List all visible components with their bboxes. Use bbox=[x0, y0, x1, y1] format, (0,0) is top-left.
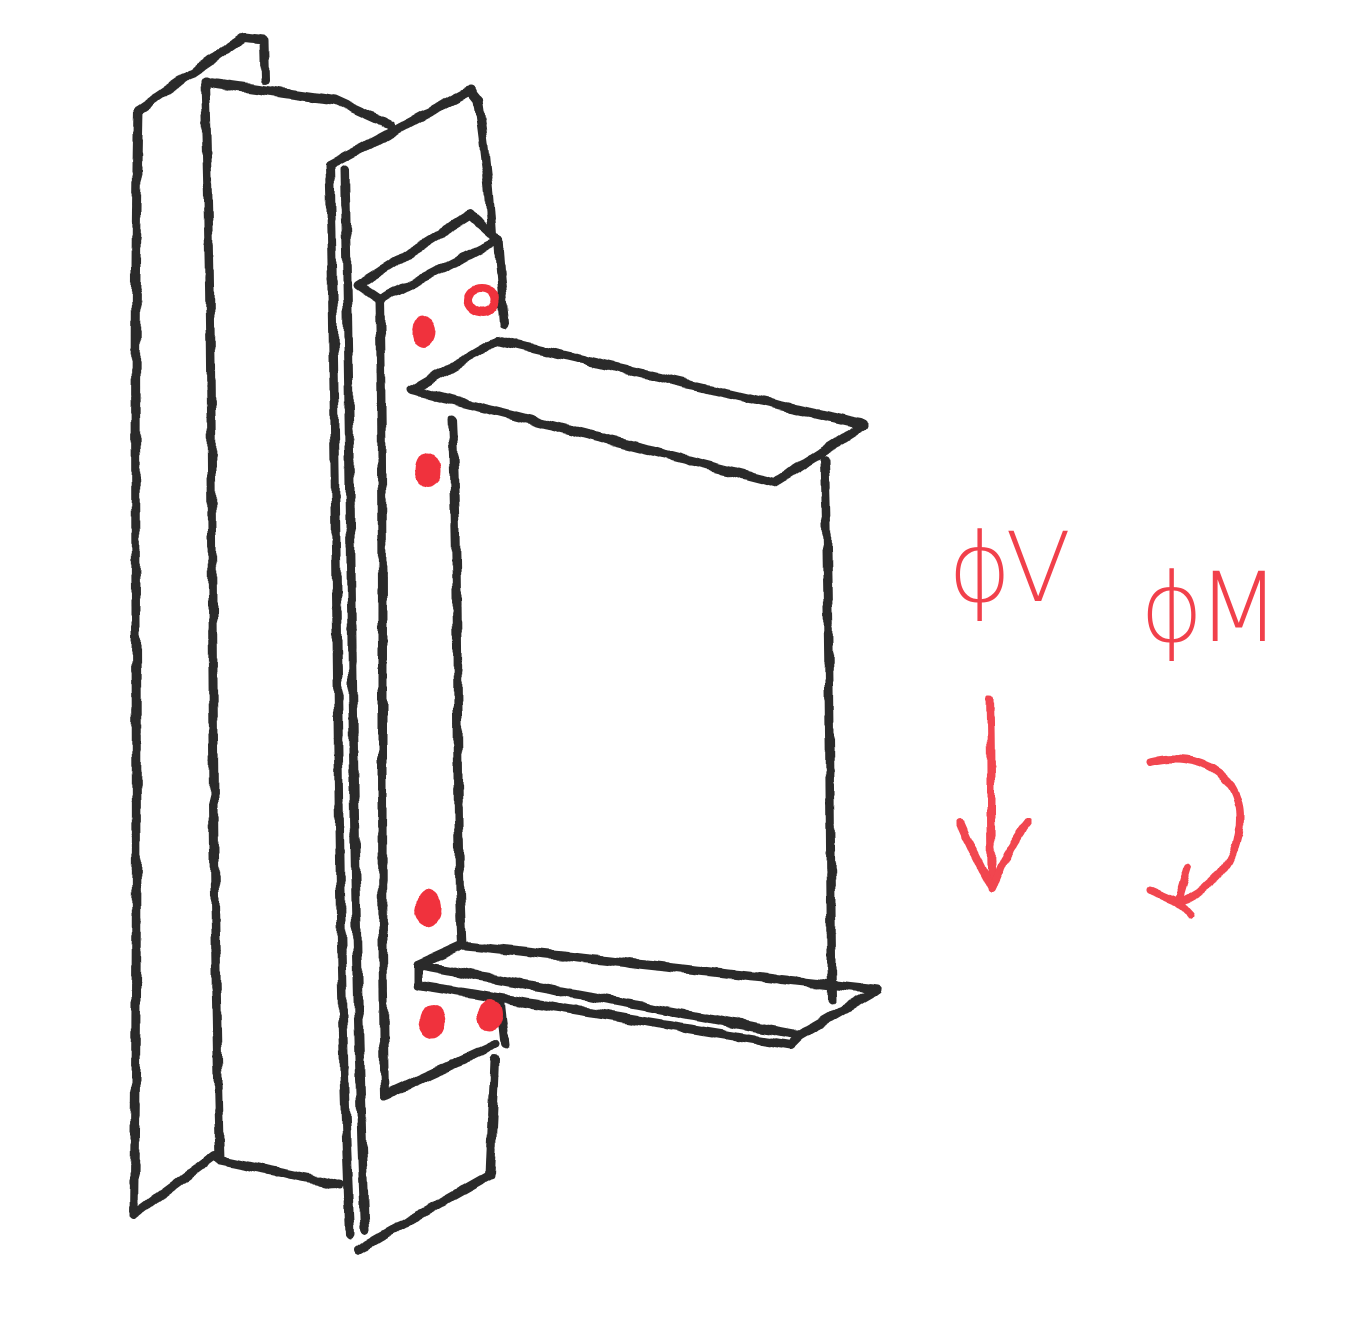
bolt bbox=[463, 283, 501, 317]
column-flange-top bbox=[133, 33, 270, 115]
end-plate-bottom bbox=[380, 1040, 500, 1100]
column bbox=[129, 33, 500, 1255]
bolt bbox=[419, 1005, 445, 1039]
column-right-flange-bottom bbox=[353, 1055, 500, 1255]
bolt bbox=[412, 316, 436, 348]
bolts bbox=[412, 283, 503, 1039]
column-flange-bottom bbox=[129, 1150, 345, 1220]
end-plate-front-left bbox=[375, 295, 390, 1100]
beam-bottom-flange-front bbox=[413, 960, 805, 1050]
column-right-flange-top bbox=[325, 85, 483, 170]
beam-web-left bbox=[447, 413, 467, 950]
clockwise-arrow-icon bbox=[1146, 755, 1244, 919]
bolt bbox=[477, 999, 503, 1031]
column-right-flange-front bbox=[325, 160, 355, 1240]
shear-capacity-label: ϕV bbox=[948, 512, 1071, 624]
column-flange-left-edge bbox=[129, 105, 143, 1220]
end-plate bbox=[353, 210, 510, 1100]
column-web-top bbox=[200, 77, 395, 130]
column-flange-inner-edge bbox=[200, 77, 225, 1165]
bolt bbox=[415, 452, 441, 488]
beam-top-flange bbox=[407, 335, 870, 487]
beam bbox=[407, 335, 883, 1050]
column-right-flange-inner bbox=[340, 165, 370, 1235]
moment-capacity-label: ϕM bbox=[1140, 552, 1280, 664]
end-plate-front-right bbox=[493, 235, 510, 330]
bolt bbox=[415, 890, 441, 926]
column-right-flange-side bbox=[473, 95, 497, 240]
beam-bottom-flange bbox=[413, 940, 883, 1040]
arrow-down-icon bbox=[956, 696, 1032, 892]
beam-web-right bbox=[820, 455, 837, 1005]
